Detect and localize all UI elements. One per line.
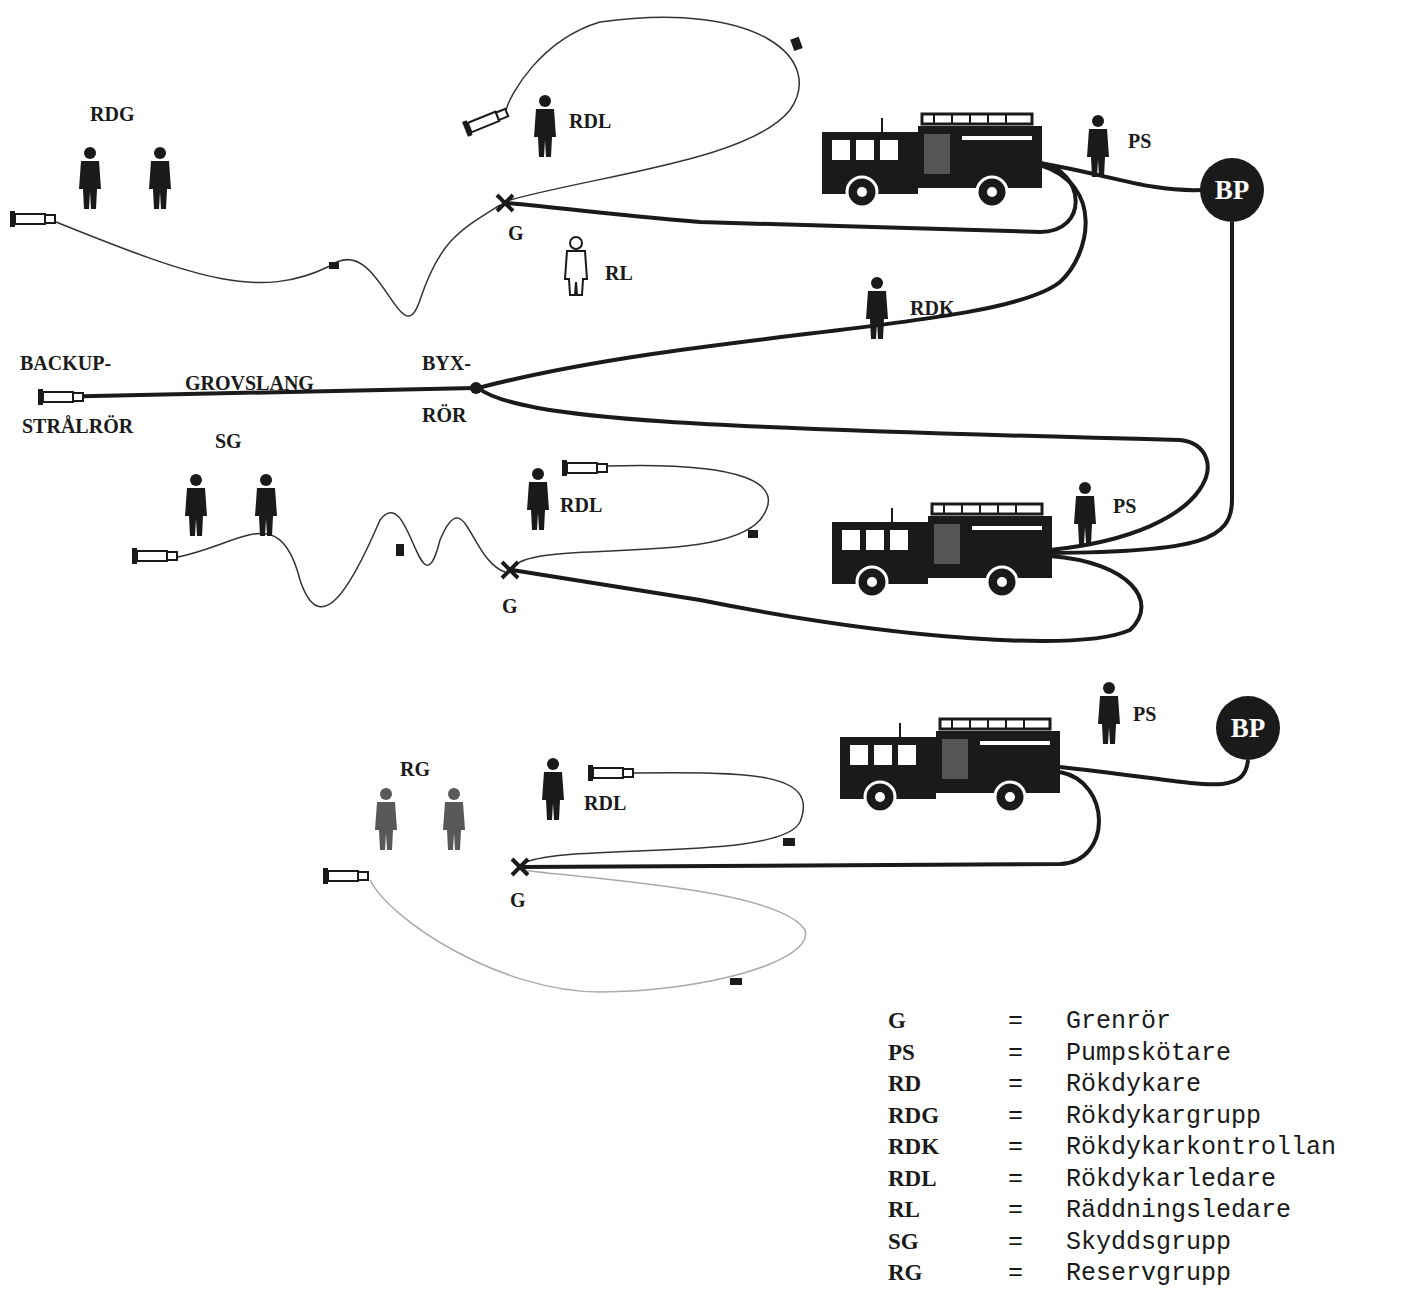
role-label: RDL [584, 792, 626, 814]
fire-truck [822, 114, 1042, 207]
thin-hose [56, 17, 803, 864]
fire-truck [832, 504, 1052, 597]
legend-key: = [1008, 1134, 1023, 1162]
hose [48, 163, 1248, 867]
legend-key: RL [888, 1197, 920, 1222]
pump-circle: BP [1200, 158, 1264, 222]
legend-key: RD [888, 1071, 921, 1096]
legend-key: = [1008, 1260, 1023, 1288]
legend-key: = [1008, 1071, 1023, 1099]
fire-truck [840, 719, 1060, 812]
legend-meaning: Rökdykare [1066, 1071, 1201, 1099]
role-label: BACKUP- [20, 352, 111, 374]
legend-key: RG [888, 1260, 923, 1285]
coupling [329, 37, 803, 985]
legend-key: = [1008, 1197, 1023, 1225]
role-label: GROVSLANG [185, 372, 314, 394]
role-label: PS [1133, 703, 1156, 725]
legend-meaning: Grenrör [1066, 1008, 1171, 1036]
legend-meaning: Reservgrupp [1066, 1260, 1231, 1288]
role-label: RDK [910, 297, 954, 319]
role-label: RDL [560, 494, 602, 516]
incident-commander [565, 237, 587, 295]
legend-meaning: Rökdykarledare [1066, 1166, 1276, 1194]
legend-meaning: Räddningsledare [1066, 1197, 1291, 1225]
role-label: SG [215, 430, 242, 452]
legend-key: RDG [888, 1103, 939, 1128]
node-text: BP [1231, 713, 1266, 744]
legend-key: PS [888, 1040, 915, 1065]
role-label: G [510, 889, 526, 911]
role-label: RDG [90, 103, 134, 125]
legend-key: G [888, 1008, 906, 1033]
branch-pipe [497, 195, 528, 875]
role-label: RDL [569, 110, 611, 132]
legend-meaning: Skyddsgrupp [1066, 1229, 1231, 1257]
role-label: STRÅLRÖR [22, 415, 133, 437]
legend-key: = [1008, 1040, 1023, 1068]
role-label: BYX- [422, 352, 471, 374]
legend-key: SG [888, 1229, 919, 1254]
legend-key: = [1008, 1229, 1023, 1257]
legend-key: RDL [888, 1166, 937, 1191]
role-label: RG [400, 758, 430, 780]
legend-key: = [1008, 1008, 1023, 1036]
role-label: PS [1113, 495, 1136, 517]
pump-circle: BP [1216, 696, 1280, 760]
role-label: G [502, 595, 518, 617]
role-label: RÖR [422, 404, 466, 426]
legend-key: = [1008, 1166, 1023, 1194]
legend-key: RDK [888, 1134, 939, 1159]
role-label: RL [605, 262, 633, 284]
role-label: PS [1128, 130, 1151, 152]
legend-key: = [1008, 1103, 1023, 1131]
legend-meaning: Pumpskötare [1066, 1040, 1231, 1068]
role-label: G [508, 222, 524, 244]
node-text: BP [1215, 175, 1250, 206]
legend-meaning: Rökdykargrupp [1066, 1103, 1261, 1131]
legend-meaning: Rökdykarkontrollan [1066, 1134, 1336, 1162]
